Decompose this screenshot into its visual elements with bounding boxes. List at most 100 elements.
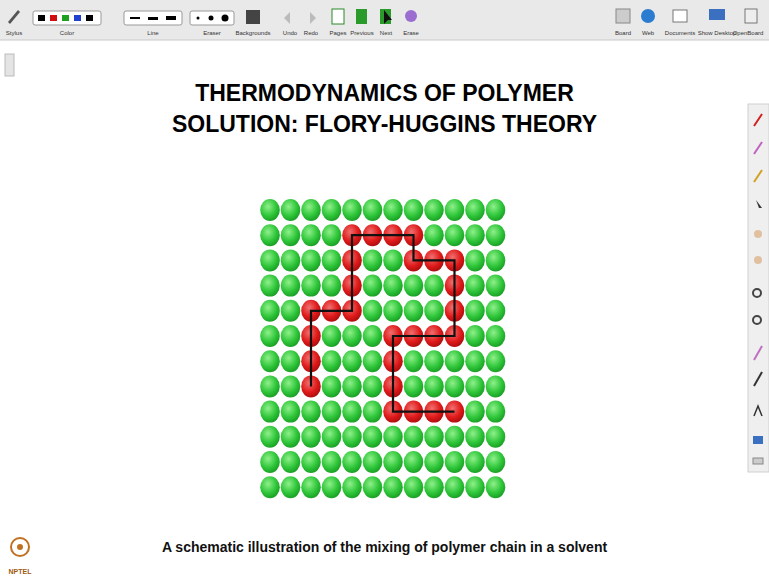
solvent-molecule: [322, 199, 342, 221]
solvent-molecule: [260, 375, 280, 397]
solvent-molecule: [486, 451, 506, 473]
solvent-molecule: [486, 275, 506, 297]
side-toolbar-icons: [753, 114, 763, 464]
solvent-molecule: [342, 476, 362, 498]
toolbar-label: Redo: [304, 30, 318, 36]
solvent-molecule: [301, 401, 321, 423]
solvent-molecule: [281, 325, 301, 347]
solvent-molecule: [424, 451, 444, 473]
solvent-molecule: [383, 249, 403, 271]
solvent-molecule: [281, 199, 301, 221]
side-tab: [5, 54, 14, 76]
solvent-molecule: [363, 275, 383, 297]
polymer-backbone: [311, 235, 455, 411]
solvent-molecule: [281, 375, 301, 397]
solvent-molecule: [486, 350, 506, 372]
solvent-molecule: [465, 451, 485, 473]
solvent-molecule: [342, 426, 362, 448]
toolbar-label: Previous: [350, 30, 373, 36]
solvent-molecule: [281, 401, 301, 423]
solvent-molecule: [281, 426, 301, 448]
solvent-molecule: [383, 476, 403, 498]
solvent-molecule: [260, 300, 280, 322]
solvent-molecule: [322, 476, 342, 498]
solvent-molecule: [301, 199, 321, 221]
solvent-molecule: [363, 451, 383, 473]
solvent-molecule: [322, 249, 342, 271]
toolbar-label: Pages: [329, 30, 346, 36]
solvent-molecule: [260, 350, 280, 372]
solvent-molecule: [486, 300, 506, 322]
solvent-molecule: [260, 325, 280, 347]
nptel-logo: [11, 538, 29, 556]
solvent-molecule: [301, 476, 321, 498]
solvent-molecule: [465, 375, 485, 397]
solvent-molecule: [363, 325, 383, 347]
solvent-molecule: [322, 325, 342, 347]
solvent-molecule: [260, 476, 280, 498]
solvent-molecule: [322, 375, 342, 397]
solvent-molecule: [486, 426, 506, 448]
solvent-molecule: [342, 451, 362, 473]
title: THERMODYNAMICS OF POLYMER SOLUTION: FLOR…: [142, 78, 627, 140]
solvent-molecule: [486, 375, 506, 397]
solvent-molecule: [383, 426, 403, 448]
solvent-molecule: [383, 300, 403, 322]
solvent-molecule: [424, 350, 444, 372]
solvent-molecule: [445, 224, 465, 246]
solvent-molecule: [404, 300, 424, 322]
solvent-molecule: [281, 249, 301, 271]
solvent-molecule: [363, 300, 383, 322]
solvent-molecule: [424, 476, 444, 498]
toolbar-label: Erase: [403, 30, 419, 36]
solvent-molecule: [445, 426, 465, 448]
solvent-molecule: [260, 426, 280, 448]
solvent-molecule: [260, 249, 280, 271]
solvent-molecule: [322, 275, 342, 297]
toolbar-label: Show Desktop: [698, 30, 737, 36]
solvent-molecule: [281, 300, 301, 322]
solvent-molecule: [363, 249, 383, 271]
solvent-molecule: [342, 199, 362, 221]
solvent-molecule: [363, 426, 383, 448]
solvent-molecule: [404, 476, 424, 498]
solvent-molecule: [404, 199, 424, 221]
toolbar-label: OpenBoard: [733, 30, 764, 36]
solvent-molecule: [404, 350, 424, 372]
solvent-molecule: [322, 451, 342, 473]
solvent-molecule: [465, 275, 485, 297]
toolbar-label: Documents: [665, 30, 695, 36]
solvent-molecule: [486, 249, 506, 271]
solvent-lattice: [260, 199, 505, 498]
solvent-molecule: [445, 476, 465, 498]
toolbar-label: Color: [60, 30, 74, 36]
solvent-molecule: [383, 199, 403, 221]
solvent-molecule: [465, 249, 485, 271]
toolbar-label: Stylus: [6, 30, 22, 36]
toolbar-label: Next: [380, 30, 392, 36]
solvent-molecule: [465, 426, 485, 448]
toolbar-label: Board: [615, 30, 631, 36]
toolbar-label: Web: [642, 30, 654, 36]
solvent-molecule: [342, 401, 362, 423]
solvent-molecule: [486, 325, 506, 347]
solvent-molecule: [281, 451, 301, 473]
solvent-molecule: [281, 350, 301, 372]
solvent-molecule: [301, 426, 321, 448]
solvent-molecule: [383, 275, 403, 297]
solvent-molecule: [404, 375, 424, 397]
solvent-molecule: [465, 325, 485, 347]
solvent-molecule: [424, 426, 444, 448]
toolbar: [0, 0, 769, 40]
solvent-molecule: [465, 199, 485, 221]
solvent-molecule: [404, 275, 424, 297]
solvent-molecule: [281, 476, 301, 498]
solvent-molecule: [363, 350, 383, 372]
toolbar-label: Line: [147, 30, 158, 36]
side-toolbar: [748, 104, 769, 472]
solvent-molecule: [281, 275, 301, 297]
solvent-molecule: [260, 451, 280, 473]
solvent-molecule: [424, 224, 444, 246]
solvent-molecule: [445, 375, 465, 397]
solvent-molecule: [322, 224, 342, 246]
